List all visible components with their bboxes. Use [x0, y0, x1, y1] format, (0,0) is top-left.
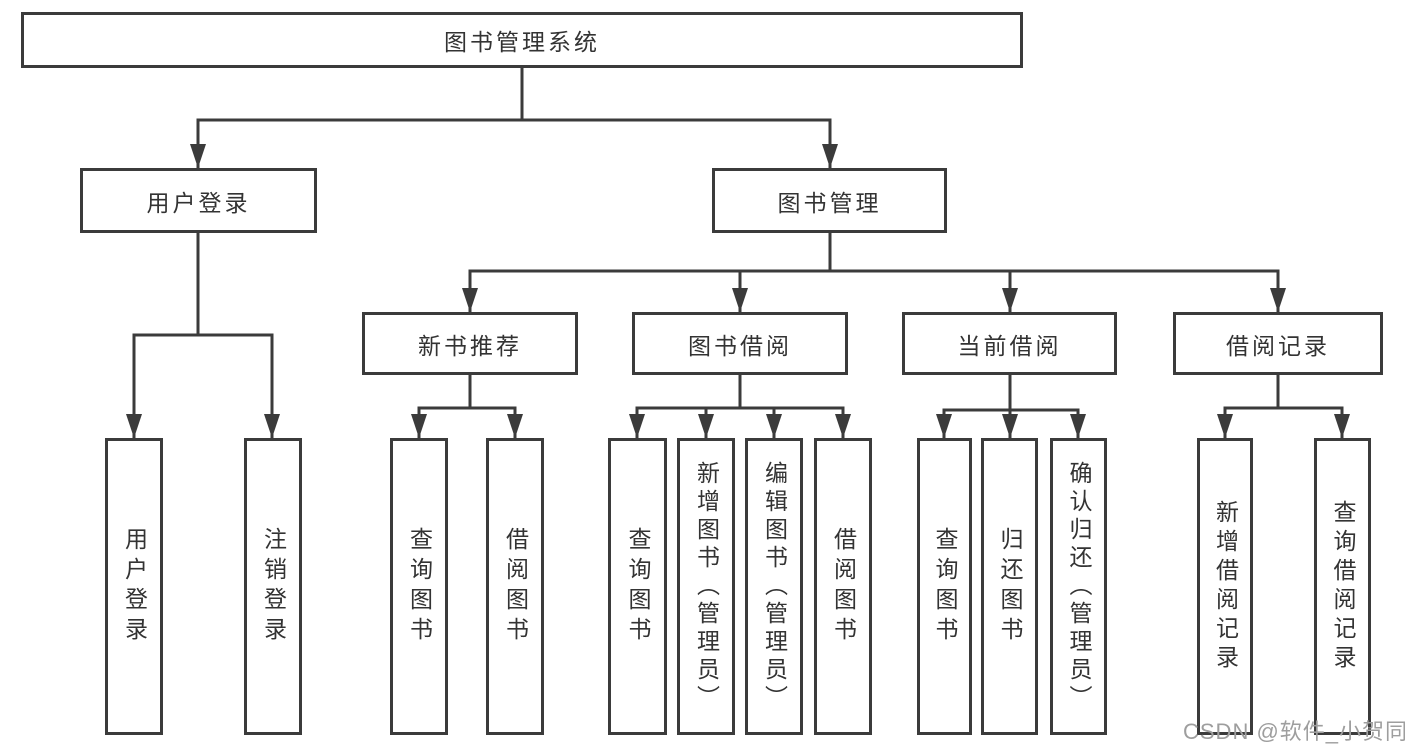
leaf-query-books-borrowing: 查询图书: [608, 438, 667, 735]
node-label: 图书借阅: [688, 332, 792, 359]
node-label: 查询借阅记录: [1330, 499, 1356, 674]
node-book-borrowing: 图书借阅: [632, 312, 848, 375]
node-library-management-system: 图书管理系统: [21, 12, 1023, 68]
node-borrowing-records: 借阅记录: [1173, 312, 1383, 375]
leaf-user-login: 用户登录: [105, 438, 163, 735]
node-label: 新增借阅记录: [1212, 499, 1239, 674]
leaf-query-borrow-record: 查询借阅记录: [1314, 438, 1371, 735]
leaf-add-borrow-record: 新增借阅记录: [1197, 438, 1253, 735]
leaf-borrow-books-recommend: 借阅图书: [486, 438, 544, 735]
node-label: 图书管理系统: [444, 29, 600, 55]
node-label: 查询图书: [625, 526, 651, 647]
node-label: 归还图书: [997, 526, 1023, 647]
node-label: 查询图书: [406, 526, 433, 647]
node-label: 新书推荐: [418, 332, 522, 359]
node-label: 借阅图书: [502, 526, 529, 647]
leaf-edit-books-admin: 编辑图书（管理员）: [745, 438, 803, 735]
node-label: 用户登录: [121, 526, 148, 647]
node-label: 当前借阅: [957, 332, 1062, 359]
csdn-watermark: CSDN @软件_小贺同学: [1183, 719, 1405, 744]
node-user-login-group: 用户登录: [80, 168, 317, 233]
node-label: 查询图书: [932, 526, 958, 647]
node-label: 借阅记录: [1226, 332, 1330, 359]
node-label: 新增图书（管理员）: [693, 460, 720, 713]
node-label: 借阅图书: [830, 526, 857, 647]
leaf-borrow-books-borrowing: 借阅图书: [814, 438, 872, 735]
node-label: 确认归还（管理员）: [1066, 460, 1092, 713]
node-label: 编辑图书（管理员）: [761, 460, 788, 713]
node-label: 用户登录: [146, 189, 251, 216]
node-book-management-group: 图书管理: [712, 168, 947, 233]
node-current-borrowing: 当前借阅: [902, 312, 1117, 375]
leaf-return-books: 归还图书: [981, 438, 1038, 735]
leaf-add-books-admin: 新增图书（管理员）: [677, 438, 735, 735]
node-label: 注销登录: [260, 526, 287, 647]
leaf-confirm-return-admin: 确认归还（管理员）: [1050, 438, 1107, 735]
leaf-logout: 注销登录: [244, 438, 302, 735]
node-new-book-recommendation: 新书推荐: [362, 312, 578, 375]
leaf-query-books-recommend: 查询图书: [390, 438, 448, 735]
node-label: 图书管理: [777, 189, 882, 216]
leaf-query-books-current: 查询图书: [917, 438, 972, 735]
